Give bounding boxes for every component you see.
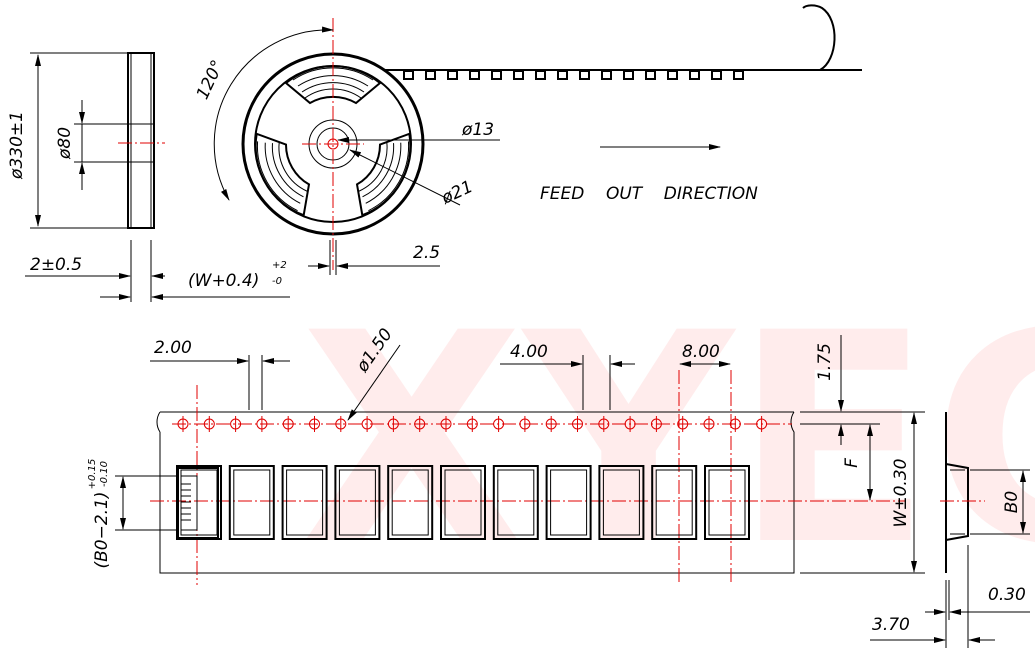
reel-hub-diameter-label: ø80 bbox=[55, 127, 75, 160]
sprocket-hole bbox=[309, 416, 320, 432]
sprocket-hole bbox=[414, 416, 426, 432]
feed-direction-label: FEED OUT DIRECTION bbox=[540, 184, 758, 204]
pocket-to-hole-label: 2.00 bbox=[154, 338, 192, 358]
pocket-tol-upper: +0.15 bbox=[87, 459, 98, 490]
pocket-tol-lower: -0.10 bbox=[99, 461, 110, 487]
sprocket-hole bbox=[624, 416, 636, 432]
tape-pocket bbox=[492, 465, 539, 540]
flange-thickness-label: 2±0.5 bbox=[30, 255, 82, 275]
pocket-height-label: (B0−2.1) bbox=[92, 491, 112, 568]
tape-pocket bbox=[387, 465, 434, 540]
drive-diameter-label: ø21 bbox=[438, 177, 476, 209]
f-dimension-label: F bbox=[842, 458, 862, 468]
tape-pocket bbox=[704, 465, 750, 540]
sprocket-hole bbox=[203, 416, 215, 432]
tape-pocket bbox=[334, 465, 381, 540]
sprocket-hole bbox=[440, 416, 452, 432]
carrier-tape-top-view bbox=[115, 335, 925, 585]
sprocket-hole bbox=[545, 416, 557, 432]
sprocket-hole bbox=[177, 416, 189, 432]
reel-front-view bbox=[213, 4, 862, 275]
b0-label: B0 bbox=[1002, 491, 1022, 513]
sprocket-hole bbox=[598, 416, 610, 432]
sprocket-hole bbox=[756, 416, 768, 432]
sprocket-hole bbox=[650, 416, 662, 432]
sprocket-hole bbox=[493, 416, 505, 432]
tape-pocket bbox=[228, 465, 275, 540]
pocket-pitch-label: 8.00 bbox=[682, 342, 720, 362]
sprocket-hole bbox=[335, 416, 347, 432]
sprocket-hole bbox=[466, 416, 478, 432]
reel-width-tol-upper: +2 bbox=[272, 260, 287, 271]
reel-width-label: (W+0.4) bbox=[188, 271, 259, 291]
sprocket-hole bbox=[230, 416, 242, 432]
edge-to-hole-label: 1.75 bbox=[815, 343, 835, 381]
reel-side-view bbox=[25, 52, 290, 302]
tape-width-label: W±0.30 bbox=[891, 459, 911, 528]
arbor-diameter-label: ø13 bbox=[461, 120, 494, 140]
depth-label: 3.70 bbox=[872, 615, 910, 635]
reel-width-tol-lower: -0 bbox=[272, 276, 282, 287]
tape-pocket bbox=[598, 465, 645, 540]
sprocket-hole bbox=[361, 416, 373, 432]
hole-pitch-label: 4.00 bbox=[510, 342, 548, 362]
sprocket-hole bbox=[572, 416, 583, 432]
watermark: XYEC bbox=[300, 272, 1035, 609]
tape-pocket bbox=[545, 465, 592, 540]
sprocket-hole bbox=[519, 416, 531, 432]
sprocket-hole bbox=[256, 416, 268, 432]
reel-outer-diameter-label: ø330±1 bbox=[7, 111, 27, 180]
sprocket-hole bbox=[677, 416, 689, 432]
sprocket-hole bbox=[729, 416, 741, 432]
thickness-label: 0.30 bbox=[988, 585, 1026, 605]
tape-pocket bbox=[440, 465, 486, 540]
angle-label: 120° bbox=[193, 57, 228, 103]
slot-width-label: 2.5 bbox=[413, 243, 440, 263]
sprocket-hole bbox=[703, 416, 715, 432]
tape-pocket bbox=[281, 465, 328, 540]
carrier-tape-section-view bbox=[870, 412, 1030, 648]
sprocket-hole bbox=[387, 416, 399, 432]
tape-pocket bbox=[651, 465, 698, 540]
sprocket-hole bbox=[282, 416, 294, 432]
